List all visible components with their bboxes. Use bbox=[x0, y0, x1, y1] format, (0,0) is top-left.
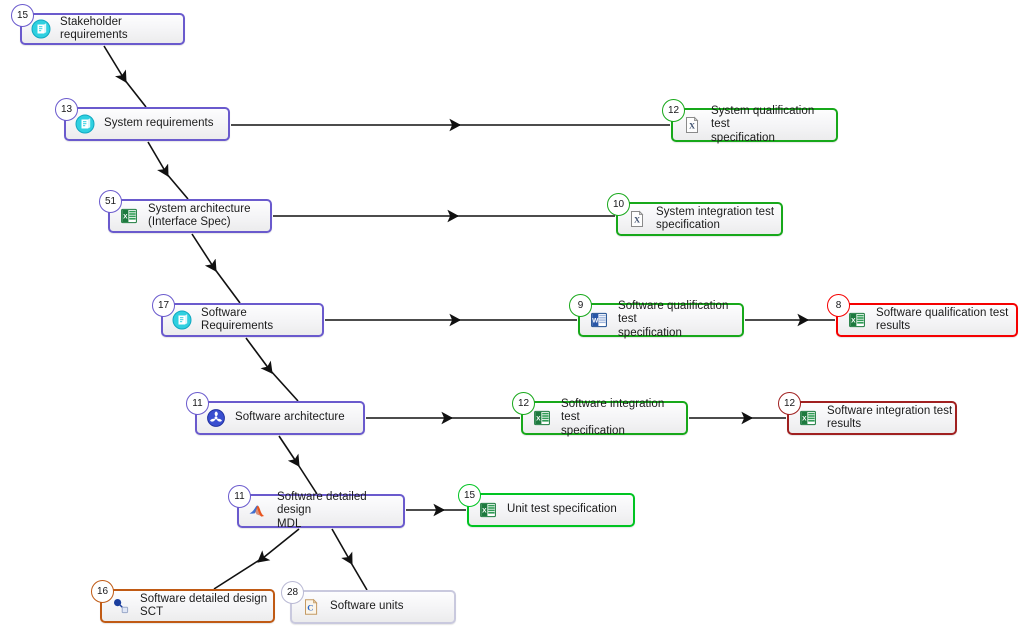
svg-text:W: W bbox=[592, 318, 599, 325]
requirements-icon bbox=[31, 19, 51, 39]
svg-text:X: X bbox=[123, 214, 128, 221]
edge-software-requirements-to-software-architecture bbox=[245, 337, 299, 402]
node-system-architecture[interactable]: 51 X System architecture (Interface Spec… bbox=[99, 190, 272, 233]
node-label: Unit test specification bbox=[507, 503, 617, 516]
node-software-qualification-test-specification[interactable]: 9 W Software qualification test specific… bbox=[569, 294, 744, 339]
node-label: Software qualification test results bbox=[876, 306, 1009, 333]
count-badge: 13 bbox=[55, 98, 78, 121]
excel-icon: X bbox=[847, 310, 867, 330]
c-file-icon: C bbox=[301, 597, 321, 617]
node-software-detailed-design-sct[interactable]: 16 Software detailed design SCT bbox=[91, 580, 275, 623]
count-badge: 11 bbox=[186, 392, 209, 415]
node-label: Software detailed design MDL bbox=[277, 490, 367, 530]
count-badge: 16 bbox=[91, 580, 114, 603]
node-label: System requirements bbox=[104, 117, 214, 130]
svg-text:X: X bbox=[482, 508, 487, 515]
node-software-integration-test-specification[interactable]: 12 X Software integration test specifica… bbox=[512, 392, 688, 437]
stateflow-icon bbox=[111, 596, 131, 616]
count-badge: 28 bbox=[281, 581, 304, 604]
svg-text:X: X bbox=[689, 122, 695, 131]
node-label: Software units bbox=[330, 600, 404, 613]
edge-stakeholder-to-system-requirements bbox=[103, 45, 147, 108]
simulink-icon bbox=[206, 408, 226, 428]
node-unit-test-specification[interactable]: 15 X Unit test specification bbox=[458, 484, 635, 527]
node-software-integration-test-results[interactable]: 12 X Software integration test results bbox=[778, 392, 957, 435]
edge-detailed-design-mdl-to-detailed-design-sct bbox=[213, 528, 300, 590]
svg-text:X: X bbox=[536, 416, 541, 423]
count-badge: 10 bbox=[607, 193, 630, 216]
node-label: Software integration test specification bbox=[561, 397, 665, 437]
count-badge: 9 bbox=[569, 294, 592, 317]
excel-doc-icon: X bbox=[627, 209, 647, 229]
count-badge: 12 bbox=[778, 392, 801, 415]
node-software-qualification-test-results[interactable]: 8 X Software qualification test results bbox=[827, 294, 1018, 337]
node-label: Software integration test results bbox=[827, 404, 953, 431]
node-software-requirements[interactable]: 17 Software Requirements bbox=[152, 294, 324, 337]
count-badge: 15 bbox=[11, 4, 34, 27]
excel-icon: X bbox=[478, 500, 498, 520]
node-system-integration-test-specification[interactable]: 10 X System integration test specificati… bbox=[607, 193, 783, 236]
edge-software-architecture-to-detailed-design-mdl bbox=[278, 435, 318, 495]
excel-doc-icon: X bbox=[682, 115, 702, 135]
node-system-qualification-test-specification[interactable]: 12 X System qualification test specifica… bbox=[662, 99, 838, 144]
node-label: Software detailed design SCT bbox=[140, 592, 268, 619]
count-badge: 15 bbox=[458, 484, 481, 507]
svg-text:X: X bbox=[851, 318, 856, 325]
excel-icon: X bbox=[532, 408, 552, 428]
edge-system-architecture-to-software-requirements bbox=[191, 233, 241, 304]
svg-text:X: X bbox=[634, 216, 640, 225]
count-badge: 17 bbox=[152, 294, 175, 317]
count-badge: 11 bbox=[228, 485, 251, 508]
count-badge: 8 bbox=[827, 294, 850, 317]
node-label: Software qualification test specificatio… bbox=[618, 299, 729, 339]
count-badge: 12 bbox=[512, 392, 535, 415]
svg-text:C: C bbox=[307, 602, 313, 612]
edge-detailed-design-mdl-to-software-units bbox=[331, 528, 368, 591]
requirements-icon bbox=[172, 310, 192, 330]
node-label: System qualification test specification bbox=[711, 104, 815, 144]
node-software-architecture[interactable]: 11 Software architecture bbox=[186, 392, 365, 435]
node-software-units[interactable]: 28 C Software units bbox=[281, 581, 456, 624]
count-badge: 12 bbox=[662, 99, 685, 122]
edge-system-requirements-to-system-architecture bbox=[147, 141, 189, 200]
excel-icon: X bbox=[798, 408, 818, 428]
node-label: Software Requirements bbox=[201, 306, 274, 333]
node-label: System architecture (Interface Spec) bbox=[148, 202, 251, 229]
node-software-detailed-design-mdl[interactable]: 11 Software detailed design MDL bbox=[228, 485, 405, 530]
word-icon: W bbox=[589, 310, 609, 330]
node-label: Software architecture bbox=[235, 411, 345, 424]
node-stakeholder-requirements[interactable]: 15 Stakeholder requirements bbox=[11, 4, 185, 45]
node-label: Stakeholder requirements bbox=[60, 15, 128, 42]
excel-icon: X bbox=[119, 206, 139, 226]
node-system-requirements[interactable]: 13 System requirements bbox=[55, 98, 230, 141]
matlab-icon bbox=[248, 501, 268, 521]
count-badge: 51 bbox=[99, 190, 122, 213]
requirements-icon bbox=[75, 114, 95, 134]
node-label: System integration test specification bbox=[656, 205, 775, 232]
svg-text:X: X bbox=[802, 416, 807, 423]
